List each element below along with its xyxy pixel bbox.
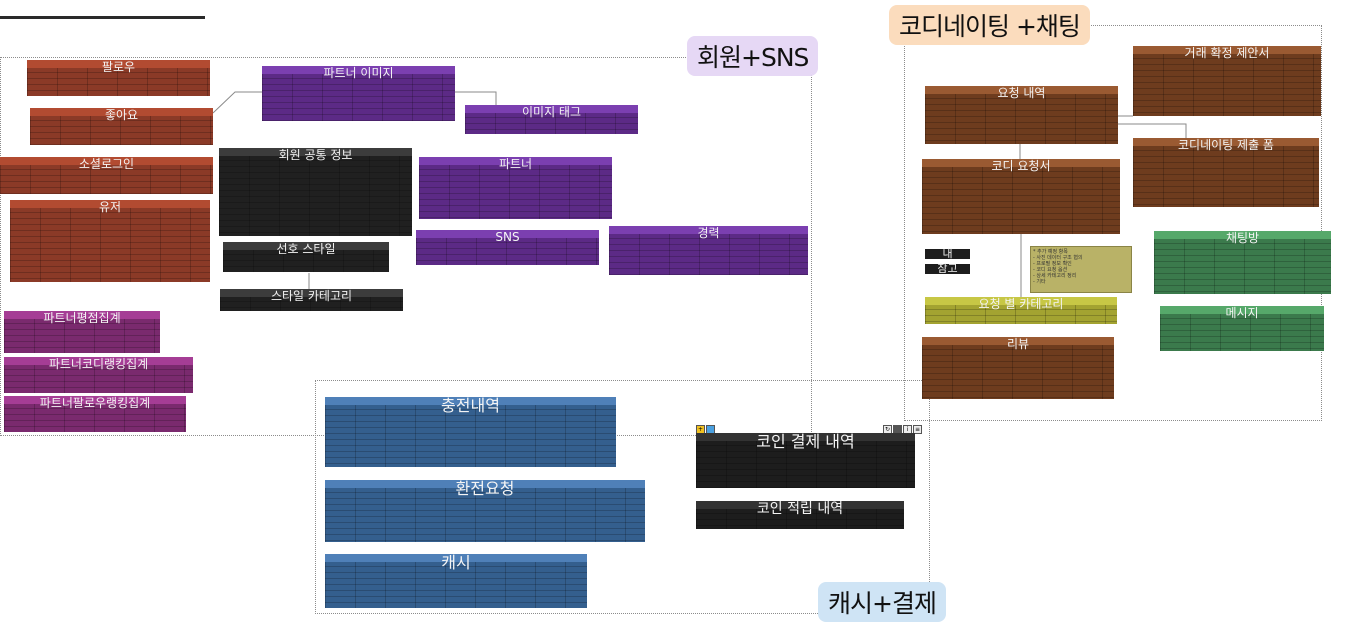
ref-block-2: 참고 [925, 263, 970, 274]
group-coordi-frame [904, 25, 1322, 421]
ref-block-1: 내 [925, 248, 970, 259]
group-cash-frame [315, 380, 930, 614]
table-image-tag-title: 이미지 태그 [521, 105, 581, 119]
table-career[interactable]: 경력 [609, 226, 808, 275]
group-cash-label: 캐시+결제 [818, 582, 946, 622]
table-partner[interactable]: 파트너 [419, 157, 612, 219]
title-underline [0, 16, 205, 19]
table-like-title: 좋아요 [104, 108, 139, 122]
table-style-category[interactable]: 스타일 카테고리 [220, 289, 403, 311]
table-user-title: 유저 [98, 200, 122, 214]
table-preferred-style[interactable]: 선호 스타일 [223, 242, 389, 272]
table-exchange-request[interactable]: 환전요청 [325, 480, 645, 542]
table-coordi-submission-title: 코디네이팅 제출 폼 [1178, 138, 1274, 152]
table-cash-title: 캐시 [441, 554, 471, 572]
table-image-tag[interactable]: 이미지 태그 [465, 105, 638, 134]
table-coin-reward-title: 코인 적립 내역 [756, 501, 844, 517]
table-trade-proposal[interactable]: 거래 확정 제안서 [1133, 46, 1321, 116]
table-chat-room[interactable]: 채팅방 [1154, 231, 1331, 294]
table-charge-history[interactable]: 충전내역 [325, 397, 616, 467]
table-cash[interactable]: 캐시 [325, 554, 587, 608]
group-coordi-label: 코디네이팅 +채팅 [889, 5, 1090, 45]
table-coin-payment[interactable]: 코인 결제 내역 [696, 433, 915, 488]
group-member-label: 회원+SNS [687, 36, 819, 76]
table-request-history-title: 요청 내역 [997, 86, 1046, 100]
table-trade-proposal-title: 거래 확정 제안서 [1184, 46, 1270, 60]
note-line: * 추가 예정 항목 [1033, 249, 1068, 255]
table-partner-image-title: 파트너 이미지 [323, 66, 394, 80]
note-line: - 프로필 정보 확인 [1033, 261, 1072, 267]
note-line: - 기타 [1033, 279, 1046, 285]
table-partner-rating-agg-title: 파트너평점집계 [43, 311, 121, 325]
table-member-common[interactable]: 회원 공통 정보 [219, 148, 412, 236]
table-partner-title: 파트너 [498, 157, 533, 171]
table-review[interactable]: 리뷰 [922, 337, 1114, 399]
table-chat-room-title: 채팅방 [1225, 231, 1260, 245]
table-message-title: 메시지 [1225, 306, 1259, 320]
table-sns-title: SNS [495, 230, 520, 244]
table-coin-payment-title: 코인 결제 내역 [756, 433, 855, 451]
table-partner-follow-rank-title: 파트너팔로우랭킹집계 [39, 396, 151, 410]
table-preferred-style-title: 선호 스타일 [276, 242, 336, 256]
table-review-title: 리뷰 [1006, 337, 1030, 351]
table-partner-rating-agg[interactable]: 파트너평점집계 [4, 311, 160, 353]
table-coordi-submission[interactable]: 코디네이팅 제출 폼 [1133, 138, 1319, 207]
table-sns[interactable]: SNS [416, 230, 599, 265]
table-coordi-request[interactable]: 코디 요청서 [922, 159, 1120, 234]
table-user[interactable]: 유저 [10, 200, 210, 282]
table-partner-coordi-rank-title: 파트너코디랭킹집계 [48, 357, 149, 371]
table-partner-follow-rank[interactable]: 파트너팔로우랭킹집계 [4, 396, 186, 432]
table-follow[interactable]: 팔로우 [27, 60, 210, 96]
note-line: - 코디 요청 옵션 [1033, 267, 1068, 273]
sticky-note: * 추가 예정 항목 - 사진 데이터 구조 협의 - 프로필 정보 확인 - … [1030, 246, 1132, 293]
table-request-category[interactable]: 요청 별 카테고리 [925, 297, 1117, 324]
table-request-history[interactable]: 요청 내역 [925, 86, 1118, 144]
table-member-common-title: 회원 공통 정보 [278, 148, 353, 162]
note-line: - 사진 데이터 구조 협의 [1033, 255, 1083, 261]
table-follow-title: 팔로우 [101, 60, 136, 74]
table-coordi-request-title: 코디 요청서 [991, 159, 1051, 173]
table-social-login[interactable]: 소셜로그인 [0, 157, 213, 194]
table-message[interactable]: 메시지 [1160, 306, 1324, 351]
table-partner-image[interactable]: 파트너 이미지 [262, 66, 455, 121]
table-exchange-request-title: 환전요청 [455, 480, 515, 498]
menu-icon[interactable]: ≡ [913, 425, 922, 434]
table-partner-coordi-rank[interactable]: 파트너코디랭킹집계 [4, 357, 193, 393]
table-charge-history-title: 충전내역 [441, 397, 500, 415]
table-career-title: 경력 [697, 226, 720, 240]
table-request-category-title: 요청 별 카테고리 [978, 297, 1064, 311]
table-social-login-title: 소셜로그인 [78, 157, 135, 171]
table-like[interactable]: 좋아요 [30, 108, 213, 145]
table-coin-reward[interactable]: 코인 적립 내역 [696, 501, 904, 529]
note-line: - 상세 카테고리 정리 [1033, 273, 1077, 279]
table-style-category-title: 스타일 카테고리 [270, 289, 353, 303]
